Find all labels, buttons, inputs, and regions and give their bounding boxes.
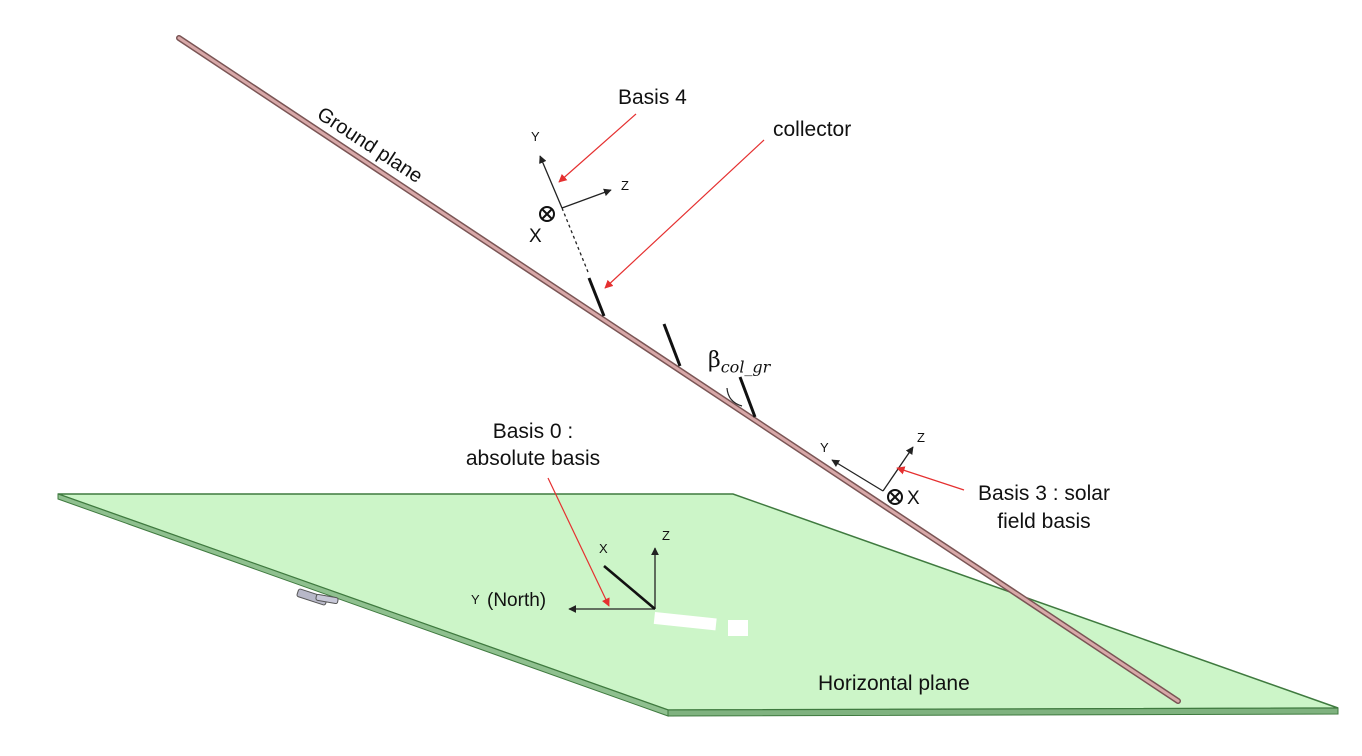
- basis4-z-axis-label: Z: [621, 178, 629, 193]
- basis4-axes: [539, 155, 612, 273]
- basis0-axes: [568, 547, 748, 636]
- basis3-label: Basis 3 : solar field basis: [966, 482, 1122, 534]
- basis4-x-axis-label: X: [529, 226, 542, 247]
- x-into-page-icon: [539, 206, 555, 222]
- beta-angle-arc: [726, 387, 743, 407]
- basis3-y-axis-label: Y: [820, 440, 829, 455]
- basis4-pointer: [558, 113, 637, 183]
- ground-plane-line: [176, 35, 1181, 704]
- basis0-label: Basis 0 : absolute basis: [453, 420, 613, 471]
- collector-1: [587, 277, 606, 317]
- collector-2: [662, 323, 682, 367]
- basis0-z-axis-label: Z: [662, 528, 670, 543]
- horizontal-plane: [57, 493, 1339, 717]
- collector-pointer: [604, 139, 765, 289]
- basis0-x-axis-label: X: [599, 541, 608, 556]
- horizontal-plane-label: Horizontal plane: [818, 672, 970, 695]
- collectors: [587, 277, 757, 418]
- collector-3: [738, 376, 757, 418]
- basis0-label-line1: Basis 0 :: [492, 420, 574, 443]
- pointer-arrows: [547, 113, 965, 607]
- basis0-y-axis-label: Y: [471, 592, 480, 607]
- basis4-label: Basis 4: [618, 86, 687, 109]
- basis3-x-axis-label: X: [907, 488, 920, 509]
- device-icon: [296, 588, 339, 606]
- basis3-label-line2: field basis: [997, 510, 1091, 533]
- collector-label: collector: [773, 118, 852, 141]
- basis3-axes: [831, 446, 914, 505]
- north-label: (North): [487, 590, 547, 611]
- basis3-z-axis-label: Z: [917, 430, 925, 445]
- basis3-pointer: [896, 466, 965, 491]
- x-into-page-icon: [887, 489, 903, 505]
- basis3-label-line1: Basis 3 : solar: [978, 482, 1110, 505]
- basis0-label-line2: absolute basis: [465, 447, 601, 470]
- basis0-pointer: [547, 477, 610, 607]
- beta-angle-label: βcol_gr: [708, 348, 771, 377]
- basis4-y-axis-label: Y: [531, 129, 540, 144]
